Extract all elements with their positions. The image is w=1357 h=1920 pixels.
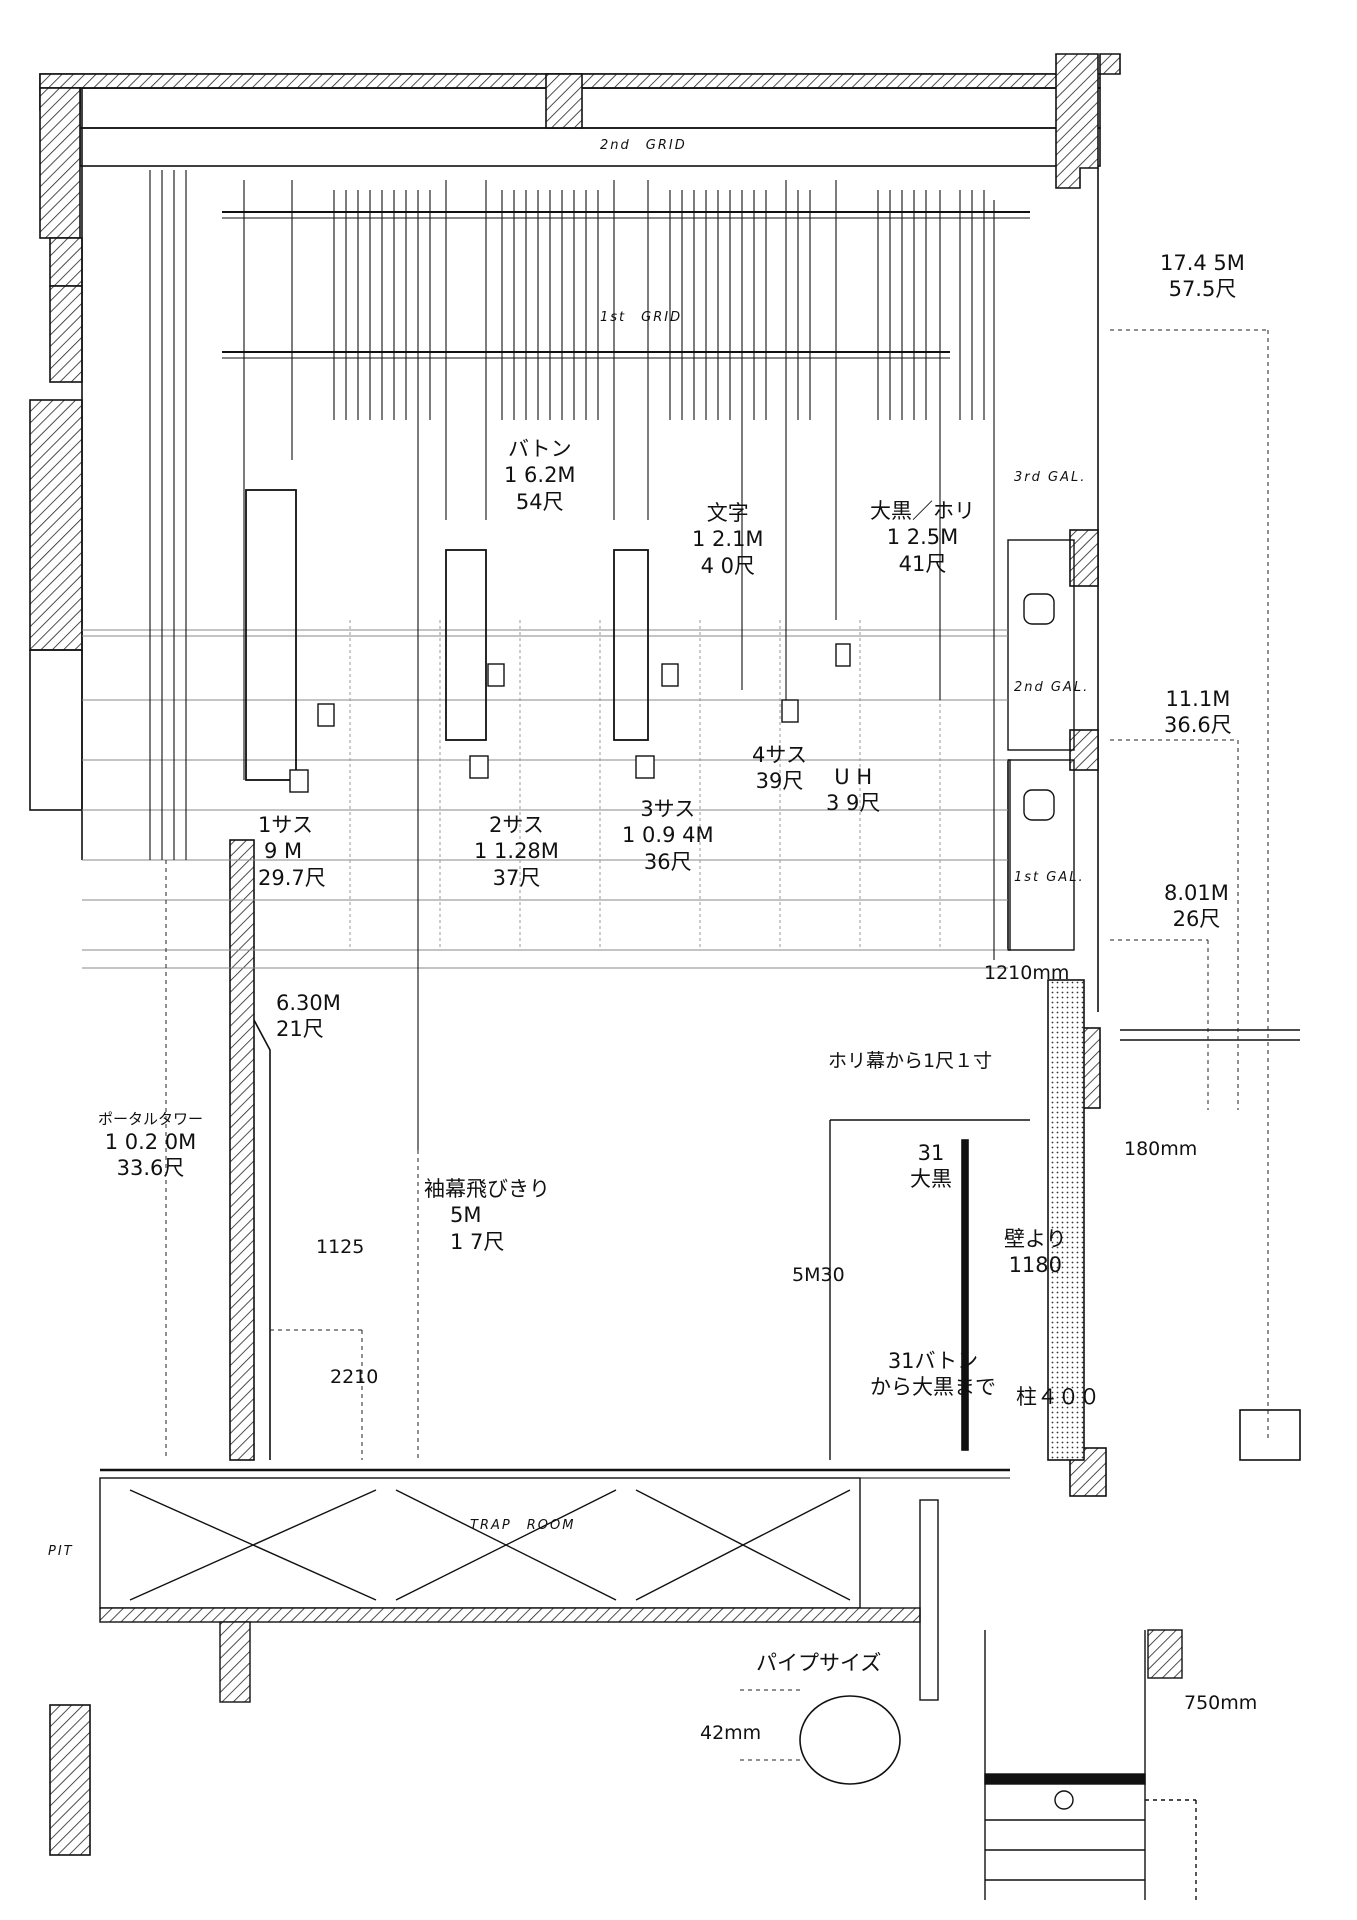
sode-maku-label: 袖幕飛びきり 5M 1 7尺 bbox=[424, 1176, 550, 1255]
ooguro-label: 大黒／ホリ 1 2.5M 41尺 bbox=[870, 498, 975, 577]
wall-note-value: 1180 bbox=[1008, 1253, 1063, 1278]
height-gal1-m: 8.01M bbox=[1164, 881, 1229, 905]
left-wall bbox=[39, 87, 81, 239]
height-top: 17.4 5M 57.5尺 bbox=[1160, 250, 1245, 303]
right-upper-wall bbox=[1055, 53, 1099, 189]
pipe-size-label: パイプサイズ bbox=[756, 1651, 882, 1675]
height-gal1-shaku: 26尺 bbox=[1172, 907, 1221, 932]
height-gal2-m: 11.1M bbox=[1165, 687, 1231, 711]
wall-note-title: 壁より bbox=[1004, 1227, 1067, 1251]
portal-tower-title: ポータルタワー bbox=[98, 1110, 204, 1128]
batten31-note: 31 大黒 bbox=[910, 1140, 952, 1193]
batten31-to-note: 31バトン から大黒まで bbox=[870, 1348, 996, 1401]
wall-dotted bbox=[1047, 979, 1085, 1461]
sus2-m: 1 1.28M bbox=[474, 839, 559, 864]
dim-750: 750mm bbox=[1184, 1692, 1258, 1714]
ooguro-m: 1 2.5M bbox=[886, 525, 959, 550]
dim-5m30: 5M30 bbox=[792, 1264, 845, 1286]
ooguro-shaku: 41尺 bbox=[898, 551, 947, 576]
sus1-m: 9 M bbox=[264, 839, 303, 864]
dim-1125: 1125 bbox=[316, 1236, 365, 1258]
moji-label: 文字 1 2.1M 4 0尺 bbox=[692, 500, 764, 579]
dim-180: 180mm bbox=[1124, 1138, 1198, 1160]
sode-maku-shaku: 1 7尺 bbox=[450, 1229, 505, 1254]
moji-shaku: 4 0尺 bbox=[700, 553, 755, 578]
sode-maku-m: 5M bbox=[450, 1203, 482, 1228]
dim-1210: 1210mm bbox=[984, 962, 1070, 984]
proscenium-wall bbox=[229, 839, 255, 1461]
height-top-shaku: 57.5尺 bbox=[1168, 277, 1237, 302]
baton-title: バトン bbox=[507, 437, 572, 461]
height-gal2-shaku: 36.6尺 bbox=[1164, 713, 1232, 738]
batten-lines bbox=[149, 170, 995, 1150]
moji-title: 文字 bbox=[706, 501, 749, 525]
gallery3-label: 3rd GAL. bbox=[1014, 470, 1087, 485]
gallery1-label: 1st GAL. bbox=[1014, 870, 1085, 885]
moji-m: 1 2.1M bbox=[692, 527, 764, 552]
sus2-label: 2サス 1 1.28M 37尺 bbox=[474, 812, 559, 891]
pipe-circle bbox=[799, 1695, 901, 1785]
sus3-label: 3サス 1 0.9 4M 36尺 bbox=[622, 796, 714, 875]
gallery2-label: 2nd GAL. bbox=[1014, 680, 1090, 695]
portal-tower-shaku: 33.6尺 bbox=[116, 1156, 185, 1180]
sus4-shaku: 39尺 bbox=[755, 769, 804, 794]
portal-tower-label: ポータルタワー 1 0.2 0M 33.6尺 bbox=[98, 1110, 203, 1181]
ooguro-title: 大黒／ホリ bbox=[870, 499, 975, 523]
proscenium-shaku: 21尺 bbox=[276, 1017, 324, 1042]
dim-2210: 2210 bbox=[330, 1366, 379, 1388]
trap-room bbox=[99, 1477, 939, 1703]
sus2-shaku: 37尺 bbox=[492, 865, 541, 890]
pit-label: PIT bbox=[48, 1544, 74, 1559]
height-top-m: 17.4 5M bbox=[1160, 251, 1245, 275]
baton-m: 1 6.2M bbox=[504, 463, 576, 488]
ooguro-curtain bbox=[961, 1139, 969, 1451]
wall-note: 壁より 1180 bbox=[1004, 1226, 1067, 1279]
uh-title: U H bbox=[834, 765, 873, 789]
trap-room-label: TRAP ROOM bbox=[470, 1518, 576, 1533]
sus3-title: 3サス bbox=[640, 797, 696, 821]
height-gal2: 11.1M 36.6尺 bbox=[1164, 686, 1232, 739]
portal-tower-m: 1 0.2 0M bbox=[104, 1129, 197, 1154]
hori-note: ホリ幕から1尺１寸 bbox=[828, 1050, 993, 1072]
sus4-label: 4サス 39尺 bbox=[752, 742, 807, 795]
batten31-to-title: 31バトン bbox=[887, 1349, 979, 1373]
sus3-shaku: 36尺 bbox=[643, 849, 692, 874]
sus1-title: 1サス bbox=[258, 813, 313, 837]
proscenium-m: 6.30M bbox=[276, 991, 341, 1015]
uh-shaku: 3 9尺 bbox=[826, 791, 881, 816]
baton-label: バトン 1 6.2M 54尺 bbox=[504, 436, 576, 515]
sus-frames bbox=[245, 489, 649, 781]
uh-label: U H 3 9尺 bbox=[826, 764, 880, 817]
grid2-label: 2nd GRID bbox=[600, 138, 687, 153]
proscenium-label: 6.30M 21尺 bbox=[276, 990, 341, 1043]
batten31-ooguro: 大黒 bbox=[910, 1167, 952, 1192]
sus1-label: 1サス 9 M 29.7尺 bbox=[258, 812, 326, 891]
galleries bbox=[1007, 539, 1075, 951]
baton-shaku: 54尺 bbox=[515, 489, 564, 514]
sus4-title: 4サス bbox=[752, 743, 807, 767]
roof-pillar bbox=[545, 73, 583, 129]
sus1-shaku: 29.7尺 bbox=[258, 865, 326, 890]
batten31-number: 31 bbox=[917, 1141, 945, 1165]
sus2-title: 2サス bbox=[488, 813, 544, 837]
height-gal1: 8.01M 26尺 bbox=[1164, 880, 1229, 933]
sode-maku-title: 袖幕飛びきり bbox=[424, 1177, 550, 1201]
dim-42: 42mm bbox=[700, 1722, 762, 1744]
right-base-block bbox=[1069, 1447, 1107, 1497]
batten31-to-sub: から大黒まで bbox=[870, 1375, 996, 1400]
sus3-m: 1 0.9 4M bbox=[622, 823, 714, 848]
section-detail bbox=[984, 1629, 1197, 1900]
pillar-note: 柱４００ bbox=[1016, 1385, 1100, 1409]
grid1-label: 1st GRID bbox=[600, 310, 683, 325]
